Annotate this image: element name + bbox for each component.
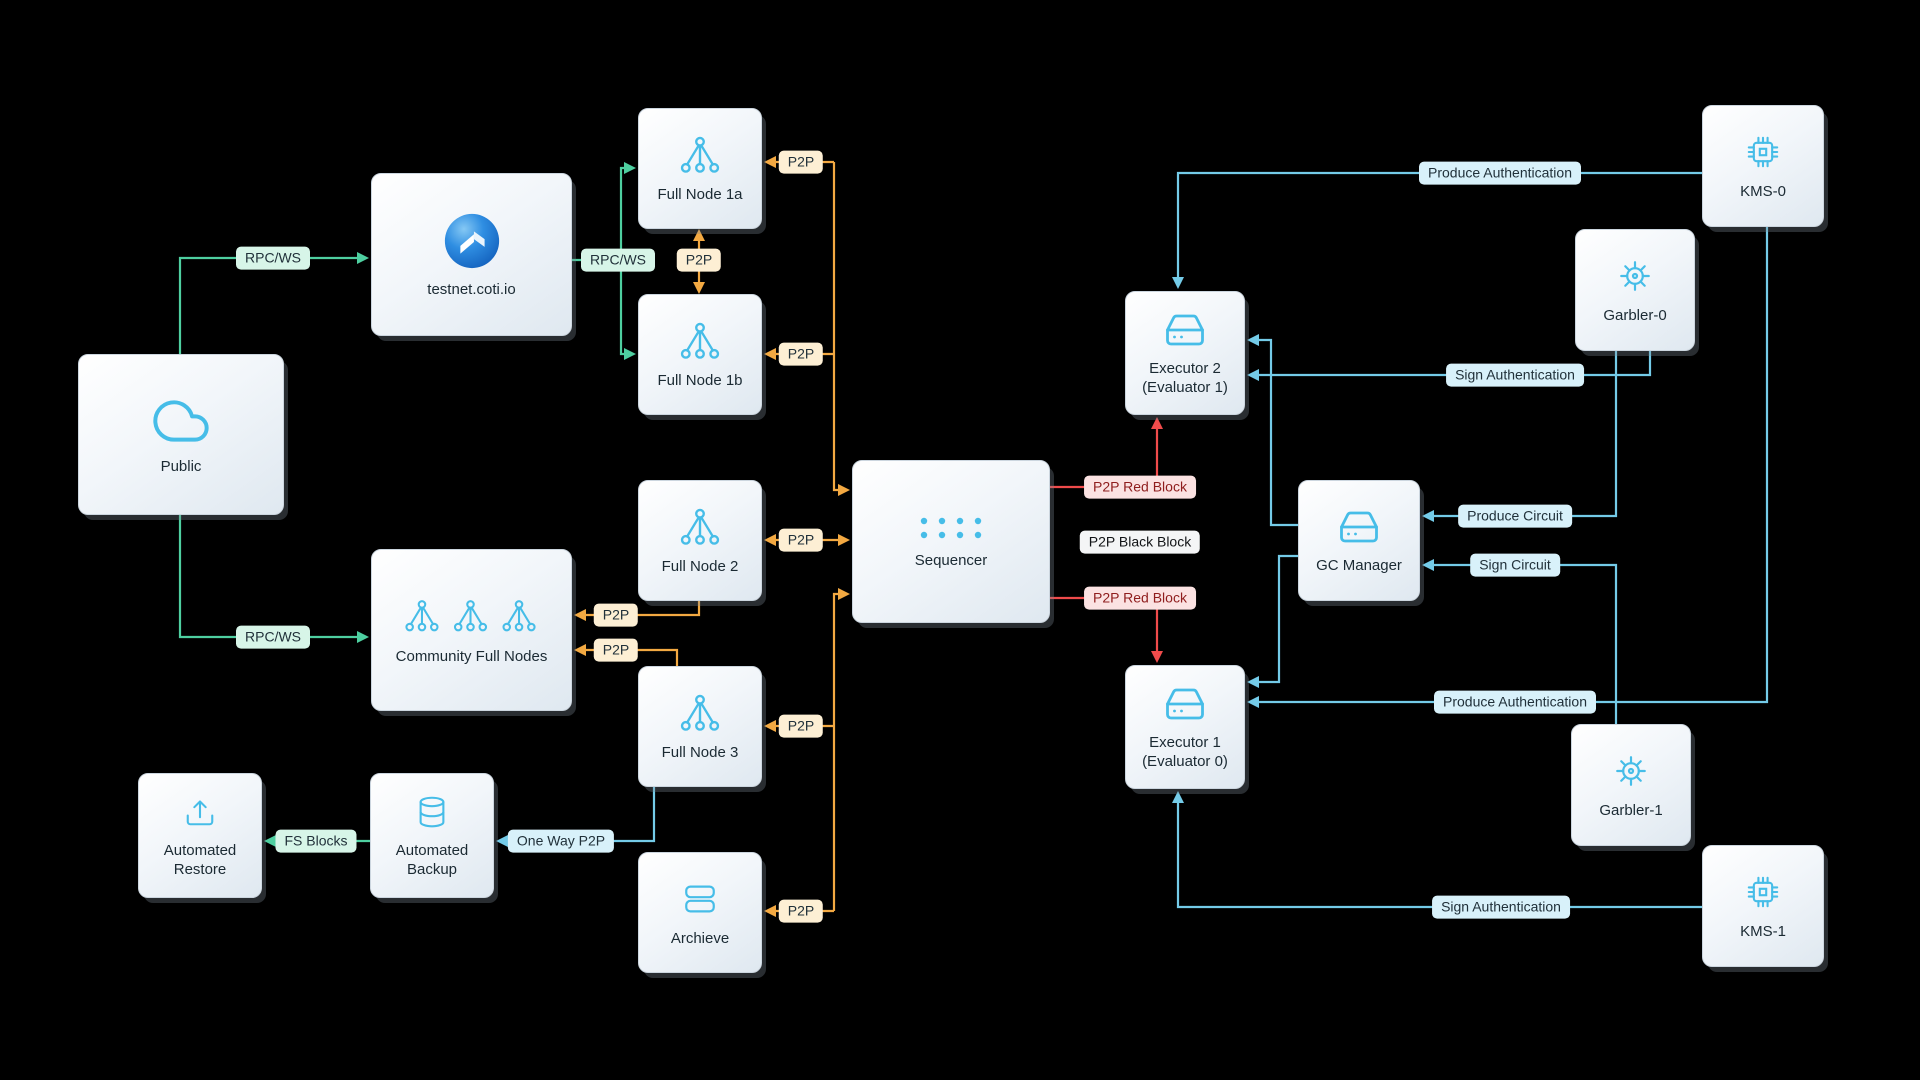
node-garbler-0: Garbler-0 — [1575, 229, 1695, 351]
edge-public-testnet — [178, 251, 370, 354]
node-kms-1: KMS-1 — [1702, 845, 1824, 967]
node-label-gc-manager: GC Manager — [1316, 556, 1402, 574]
node-automated-restore: Automated Restore — [138, 773, 262, 898]
node-label-full-node-3: Full Node 3 — [661, 743, 739, 761]
node-tree-icon — [678, 505, 722, 549]
chip-icon — [1741, 870, 1785, 914]
node-tree-icon — [678, 691, 722, 735]
edge-gcmanager-executor2 — [1246, 333, 1298, 527]
node-label-kms-0: KMS-0 — [1740, 183, 1786, 201]
edge-label-p2p-red-block-bottom: P2P Red Block — [1084, 586, 1196, 610]
edge-label-produce-auth-bottom: Produce Authentication — [1434, 690, 1596, 714]
edge-testnet-fn1a — [619, 161, 637, 260]
node-label-full-node-1a: Full Node 1a — [657, 185, 743, 203]
node-label-executor-1: Executor 1 (Evaluator 0) — [1142, 733, 1228, 770]
node-label-executor-2: Executor 2 (Evaluator 1) — [1142, 359, 1228, 396]
database-icon — [411, 791, 453, 833]
node-label-garbler-0: Garbler-0 — [1603, 307, 1667, 325]
edge-label-produce-circuit: Produce Circuit — [1458, 504, 1572, 528]
node-gc-manager: GC Manager — [1298, 480, 1420, 601]
edge-gcmanager-executor1 — [1246, 554, 1298, 689]
edge-label-p2p-fn1a-fn1b: P2P — [676, 248, 722, 272]
edge-garbler0-executor2 — [1246, 351, 1652, 382]
edge-kms0-executor1 — [1246, 227, 1769, 709]
stack-icon — [678, 877, 722, 921]
edge-label-p2p-community-fn3: P2P — [593, 638, 639, 662]
node-community-full-nodes: Community Full Nodes — [371, 549, 572, 711]
edge-label-p2p-fn1b: P2P — [778, 342, 824, 366]
edge-label-one-way-p2p: One Way P2P — [507, 829, 615, 853]
edge-testnet-fn1b — [619, 260, 637, 361]
edge-label-rpc-ws-public-testnet: RPC/WS — [236, 246, 310, 270]
unarchive-icon — [179, 791, 221, 833]
node-garbler-1: Garbler-1 — [1571, 724, 1691, 846]
node-label-full-node-1b: Full Node 1b — [657, 371, 743, 389]
edge-label-rpc-ws-testnet-fullnodes: RPC/WS — [581, 248, 655, 272]
node-automated-backup: Automated Backup — [370, 773, 494, 898]
node-tree-icon — [678, 133, 722, 177]
chip-icon — [1741, 130, 1785, 174]
edge-label-p2p-fn1a: P2P — [778, 150, 824, 174]
gear-icon — [1609, 749, 1653, 793]
node-label-automated-restore: Automated Restore — [163, 842, 237, 878]
node-label-public: Public — [160, 457, 202, 475]
community-nodes-icon — [402, 594, 542, 639]
node-full-node-1a: Full Node 1a — [638, 108, 762, 229]
node-label-testnet: testnet.coti.io — [427, 280, 516, 298]
edge-label-p2p-red-block-top: P2P Red Block — [1084, 475, 1196, 499]
node-testnet-coti-io: testnet.coti.io — [371, 173, 572, 336]
node-full-node-2: Full Node 2 — [638, 480, 762, 601]
node-full-node-3: Full Node 3 — [638, 666, 762, 787]
edge-label-sign-auth-top: Sign Authentication — [1446, 363, 1584, 387]
node-kms-0: KMS-0 — [1702, 105, 1824, 227]
node-label-community: Community Full Nodes — [395, 647, 548, 665]
coti-logo — [441, 210, 503, 272]
server-icon — [1164, 683, 1206, 725]
edge-label-sign-circuit: Sign Circuit — [1470, 553, 1560, 577]
node-executor-1: Executor 1 (Evaluator 0) — [1125, 665, 1245, 789]
gear-icon — [1613, 254, 1657, 298]
node-label-full-node-2: Full Node 2 — [661, 557, 739, 575]
node-executor-2: Executor 2 (Evaluator 1) — [1125, 291, 1245, 415]
server-icon — [1338, 506, 1380, 548]
dots-grid-icon — [914, 513, 988, 543]
edge-label-produce-auth-top: Produce Authentication — [1419, 161, 1581, 185]
edge-label-p2p-fn2: P2P — [778, 528, 824, 552]
node-archieve: Archieve — [638, 852, 762, 973]
edge-label-rpc-ws-public-community: RPC/WS — [236, 625, 310, 649]
node-label-automated-backup: Automated Backup — [395, 842, 469, 878]
edge-trunk-upper-sequencer — [832, 162, 851, 497]
node-sequencer: Sequencer — [852, 460, 1050, 623]
node-label-garbler-1: Garbler-1 — [1599, 802, 1663, 820]
edge-trunk-lower-sequencer — [832, 587, 851, 911]
node-tree-icon — [678, 319, 722, 363]
node-public: Public — [78, 354, 284, 515]
server-icon — [1164, 309, 1206, 351]
edge-label-p2p-black-block: P2P Black Block — [1079, 530, 1201, 554]
edge-label-p2p-community-fn2: P2P — [593, 603, 639, 627]
edge-label-fs-blocks: FS Blocks — [275, 829, 357, 853]
edge-label-p2p-fn3: P2P — [778, 714, 824, 738]
cloud-icon — [153, 393, 209, 449]
node-label-archieve: Archieve — [670, 929, 730, 947]
node-label-sequencer: Sequencer — [914, 551, 988, 569]
node-full-node-1b: Full Node 1b — [638, 294, 762, 415]
edge-label-p2p-archieve: P2P — [778, 899, 824, 923]
edge-public-community — [178, 515, 370, 644]
node-label-kms-1: KMS-1 — [1740, 923, 1786, 941]
edge-label-sign-auth-bottom: Sign Authentication — [1432, 895, 1570, 919]
